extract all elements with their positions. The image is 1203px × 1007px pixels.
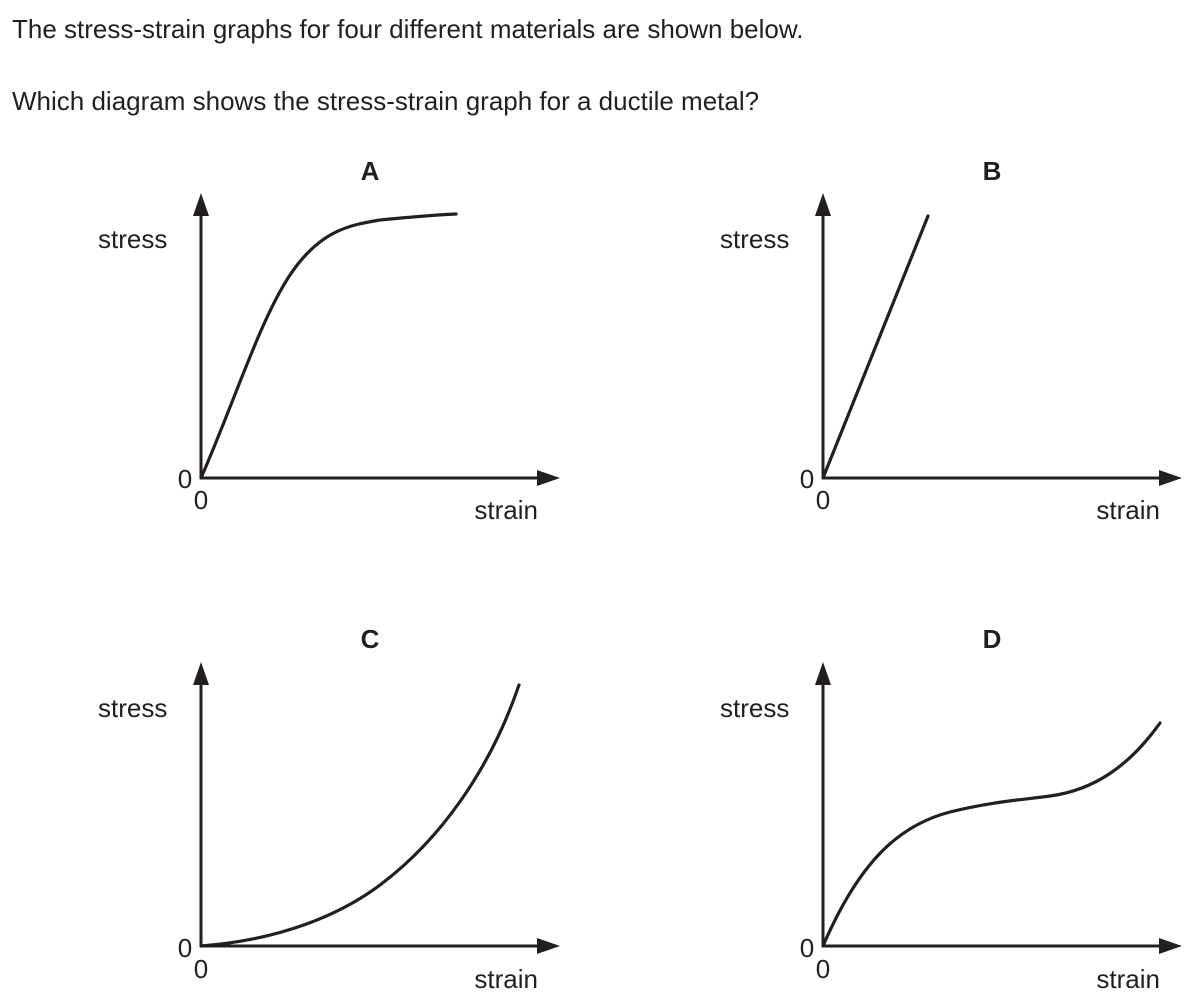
panel-letter-b: B [983, 156, 1002, 186]
question-prompt: Which diagram shows the stress-strain gr… [12, 86, 760, 116]
y-axis-label-d: stress [720, 693, 789, 723]
stress-strain-curve-a [199, 212, 458, 480]
x-axis-arrow-d [1159, 938, 1182, 954]
x-axis-label-c: strain [474, 964, 538, 994]
panel-letter-d: D [983, 624, 1002, 654]
y-axis-arrow-d [815, 662, 831, 685]
y-axis-label-c: stress [98, 693, 167, 723]
x-axis-arrow-a [537, 470, 560, 486]
graph-panel-b[interactable]: B stress strain 0 0 [720, 156, 1182, 525]
x-origin-label-b: 0 [816, 485, 830, 515]
panel-letter-c: C [361, 624, 380, 654]
x-axis-label-b: strain [1096, 495, 1160, 525]
graph-panel-d[interactable]: D stress strain 0 0 [720, 624, 1182, 994]
x-origin-label-a: 0 [194, 485, 208, 515]
stress-strain-curve-b [821, 214, 930, 480]
panel-letter-a: A [361, 156, 380, 186]
stress-strain-curve-c [199, 683, 521, 948]
x-origin-label-c: 0 [194, 954, 208, 984]
graph-panel-c[interactable]: C stress strain 0 0 [98, 624, 560, 994]
y-axis-label-b: stress [720, 224, 789, 254]
y-origin-label-d: 0 [800, 933, 814, 963]
x-axis-arrow-b [1159, 470, 1182, 486]
x-origin-label-d: 0 [816, 954, 830, 984]
y-axis-label-a: stress [98, 224, 167, 254]
x-axis-label-d: strain [1096, 964, 1160, 994]
y-origin-label-c: 0 [178, 933, 192, 963]
graph-panel-a[interactable]: A stress strain 0 0 [98, 156, 560, 525]
x-axis-arrow-c [537, 938, 560, 954]
y-axis-arrow-a [193, 193, 209, 216]
y-origin-label-a: 0 [178, 464, 192, 494]
y-axis-arrow-c [193, 662, 209, 685]
stress-strain-curve-d [821, 721, 1162, 948]
y-axis-arrow-b [815, 193, 831, 216]
y-origin-label-b: 0 [800, 464, 814, 494]
question-statement: The stress-strain graphs for four differ… [12, 14, 804, 44]
x-axis-label-a: strain [474, 495, 538, 525]
